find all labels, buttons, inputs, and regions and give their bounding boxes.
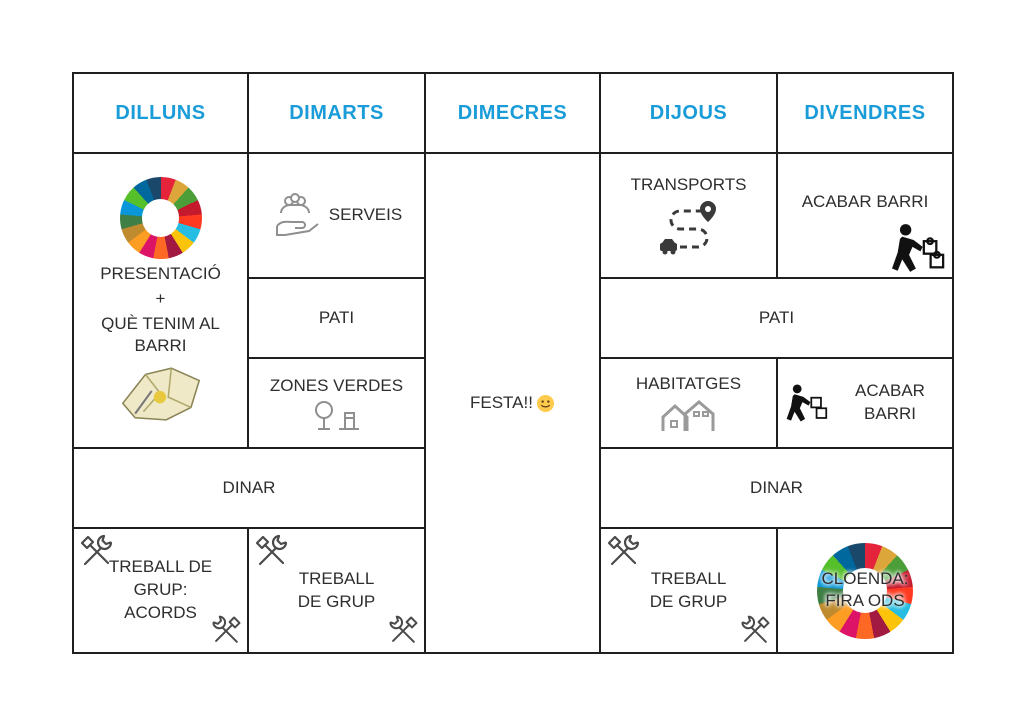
day-header-dimecres: DIMECRES [426, 74, 601, 154]
plus-sign: + [155, 288, 166, 308]
neighborhood-map-icon [121, 367, 200, 422]
treball-label: TREBALL DE GRUP [297, 568, 376, 611]
dinar-label: DINAR [222, 477, 276, 497]
monday-subtitle: QUÈ TENIM AL BARRI [101, 313, 220, 356]
day-label: DIVENDRES [804, 101, 926, 124]
hammer-wrench-icon [389, 615, 418, 643]
festa-label: FESTA!! [470, 392, 533, 412]
pati-label: PATI [318, 307, 355, 327]
hammer-wrench-icon [212, 615, 241, 643]
cell-thursday-treball: TREBALL DE GRUP [601, 529, 778, 654]
transports-label: TRANSPORTS [630, 175, 747, 195]
cell-friday-acabar-barri-top: ACABAR BARRI [778, 154, 954, 279]
cell-shared-pati: PATI [601, 279, 954, 359]
habitatges-label: HABITATGES [635, 373, 742, 393]
cell-tuesday-serveis: SERVEIS [249, 154, 426, 279]
sdg-wheel-icon [817, 542, 913, 639]
acabar-barri-label: ACABAR BARRI [855, 381, 925, 423]
sdg-wheel-icon [119, 176, 202, 259]
day-label: DIMECRES [457, 101, 568, 124]
treball-label: TREBALL DE GRUP: ACORDS [108, 557, 213, 622]
day-header-dimarts: DIMARTS [249, 74, 426, 154]
day-header-dilluns: DILLUNS [74, 74, 249, 154]
treball-label: TREBALL DE GRUP [649, 568, 728, 611]
cell-thursday-transports: TRANSPORTS [601, 154, 778, 279]
day-header-dijous: DIJOUS [601, 74, 778, 154]
cell-monday-presentacio: PRESENTACIÓ + QUÈ TENIM AL BARRI [74, 154, 249, 449]
serveis-label: SERVEIS [328, 205, 403, 225]
day-label: DIMARTS [289, 101, 384, 124]
cell-friday-acabar-barri-mid: ACABAR BARRI [778, 359, 954, 449]
hammer-wrench-icon [80, 534, 113, 566]
route-map-icon [659, 200, 716, 255]
hammer-wrench-icon [741, 615, 770, 643]
cell-tuesday-zones-verdes: ZONES VERDES [249, 359, 426, 449]
park-icon [314, 401, 359, 431]
day-label: DIJOUS [649, 101, 728, 124]
services-people-icon [275, 192, 319, 236]
cell-wednesday-festa: FESTA!! [426, 154, 601, 654]
day-label: DILLUNS [115, 101, 206, 124]
cell-monday-treball: TREBALL DE GRUP: ACORDS [74, 529, 249, 654]
hammer-wrench-icon [255, 534, 288, 566]
cell-thursday-habitatges: HABITATGES [601, 359, 778, 449]
monday-presentation-title: PRESENTACIÓ [100, 263, 221, 283]
hammer-wrench-icon [607, 534, 640, 566]
cell-tuesday-treball: TREBALL DE GRUP [249, 529, 426, 654]
dinar-label: DINAR [750, 477, 803, 497]
acabar-barri-label: ACABAR BARRI [801, 192, 929, 212]
zones-verdes-label: ZONES VERDES [269, 375, 404, 395]
cell-tuesday-pati: PATI [249, 279, 426, 359]
cell-dinar-left: DINAR [74, 449, 426, 529]
person-puzzle-icon [892, 224, 945, 272]
cell-friday-cloenda: CLOENDA: FIRA ODS [778, 529, 954, 654]
cloenda-label: CLOENDA: FIRA ODS [821, 568, 909, 611]
weekly-schedule-table: DILLUNS DIMARTS DIMECRES DIJOUS DIVENDRE… [72, 72, 954, 654]
houses-icon [661, 400, 714, 432]
pati-label: PATI [758, 307, 795, 327]
cell-dinar-right: DINAR [601, 449, 954, 529]
person-puzzle-icon [786, 384, 828, 422]
smiley-icon [536, 394, 555, 412]
day-header-divendres: DIVENDRES [778, 74, 954, 154]
